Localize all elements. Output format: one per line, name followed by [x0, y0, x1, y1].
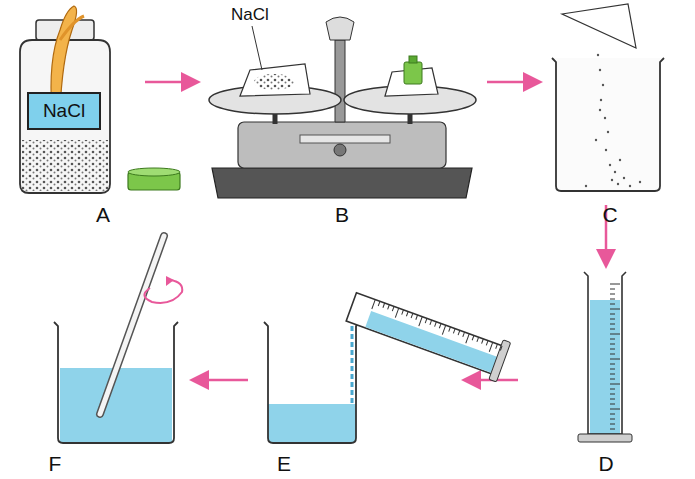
reagent-jar	[20, 6, 110, 193]
step-arrow	[145, 81, 196, 84]
step-letter: E	[277, 452, 291, 475]
balance	[209, 17, 476, 198]
step-letter: F	[49, 452, 62, 475]
label-text: NaCl	[43, 100, 85, 122]
jar-stopper	[128, 168, 180, 190]
beaker-stirring	[54, 236, 182, 443]
step-letter: D	[598, 452, 613, 475]
step-letter: C	[602, 203, 617, 226]
jar-label: NaCl	[27, 92, 101, 130]
leader-line	[252, 26, 262, 70]
step-arrow	[194, 379, 248, 382]
graduated-cylinder	[578, 272, 632, 442]
step-letter: A	[96, 203, 110, 226]
step-arrow	[487, 81, 538, 84]
beaker	[552, 4, 664, 191]
step-letter: B	[335, 203, 349, 226]
chemical-label: NaCl	[231, 6, 269, 25]
beaker-pouring	[264, 287, 511, 443]
